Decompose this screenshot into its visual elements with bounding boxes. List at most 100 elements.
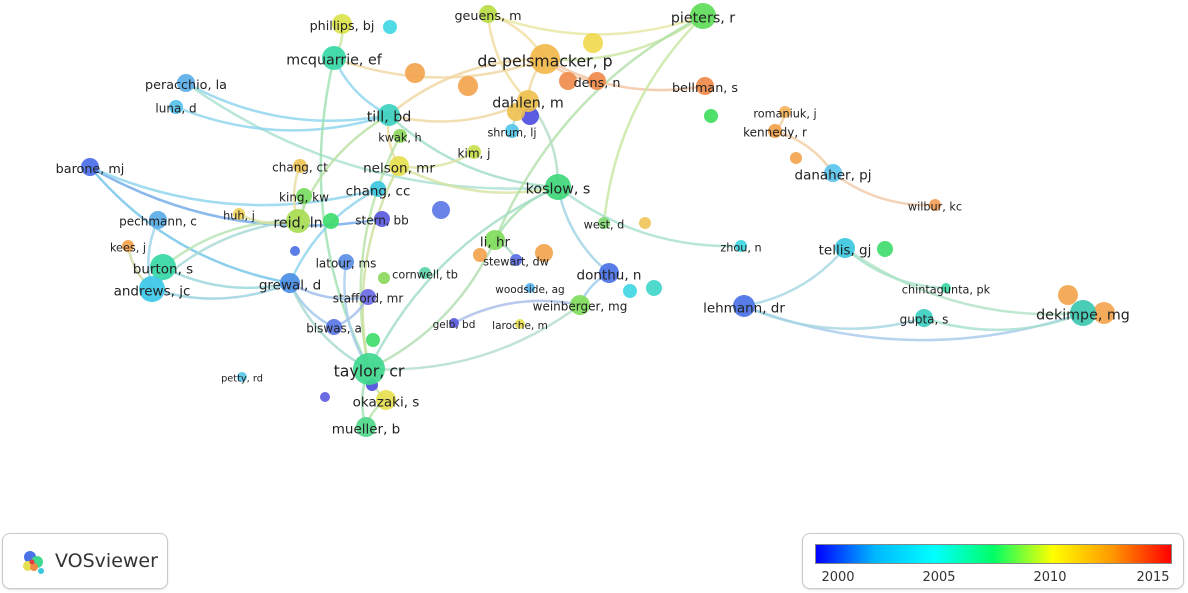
- node-label-luna[interactable]: luna, d: [155, 102, 196, 116]
- network-node-kennedy[interactable]: [768, 124, 782, 138]
- node-label-wilbur[interactable]: wilbur, kc: [908, 200, 962, 213]
- network-node-unlabeled[interactable]: [473, 248, 487, 262]
- network-node-unlabeled[interactable]: [432, 201, 450, 219]
- node-label-changcc[interactable]: chang, cc: [346, 183, 411, 199]
- network-node-geuens[interactable]: [479, 5, 497, 23]
- node-label-tellis[interactable]: tellis, gj: [819, 242, 872, 258]
- node-label-biswas[interactable]: biswas, a: [306, 322, 362, 336]
- network-node-huh[interactable]: [233, 208, 245, 220]
- node-label-peracchio[interactable]: peracchio, la: [145, 78, 227, 93]
- node-label-reid[interactable]: reid, ln: [273, 216, 322, 232]
- node-label-cornwell[interactable]: cornwell, tb: [392, 268, 458, 281]
- network-node-chintagunta[interactable]: [941, 283, 951, 293]
- network-node-barone[interactable]: [81, 158, 99, 176]
- node-label-donthu[interactable]: donthu, n: [577, 267, 642, 283]
- network-node-pieters[interactable]: [690, 3, 716, 29]
- network-node-romaniuk[interactable]: [779, 106, 791, 118]
- network-node-lehmann[interactable]: [733, 295, 755, 317]
- node-label-shrum[interactable]: shrum, lj: [487, 126, 536, 139]
- network-node-dahlen[interactable]: [517, 90, 539, 112]
- network-node-petty[interactable]: [237, 372, 247, 382]
- network-node-kwak[interactable]: [393, 129, 407, 143]
- network-node-mueller[interactable]: [356, 417, 376, 437]
- network-node-gelb[interactable]: [449, 318, 459, 328]
- network-node-danaher[interactable]: [824, 164, 842, 182]
- network-node-unlabeled[interactable]: [623, 284, 637, 298]
- node-label-mcquarrie[interactable]: mcquarrie, ef: [286, 53, 383, 69]
- network-node-burton[interactable]: [150, 254, 176, 280]
- node-label-geuens[interactable]: geuens, m: [454, 9, 521, 24]
- network-node-unlabeled[interactable]: [646, 280, 662, 296]
- network-node-kingkw[interactable]: [296, 188, 312, 204]
- network-node-woodside[interactable]: [525, 283, 535, 293]
- node-label-mueller[interactable]: mueller, b: [332, 421, 401, 437]
- network-node-okazaki[interactable]: [376, 390, 396, 410]
- network-node-stafford[interactable]: [360, 289, 376, 305]
- node-label-laroche[interactable]: laroche, m: [492, 320, 548, 332]
- network-node-luna[interactable]: [169, 100, 183, 114]
- network-node-nelson[interactable]: [389, 156, 409, 176]
- network-node-unlabeled[interactable]: [378, 272, 390, 284]
- network-node-mcquarrie[interactable]: [322, 46, 346, 70]
- network-node-depelsmacker[interactable]: [530, 44, 560, 74]
- node-label-west[interactable]: west, d: [584, 218, 625, 231]
- network-node-peracchio[interactable]: [177, 74, 195, 92]
- node-label-tillbd[interactable]: till, bd: [367, 110, 412, 126]
- node-label-danaher[interactable]: danaher, pj: [795, 167, 872, 183]
- node-label-koslow[interactable]: koslow, s: [526, 182, 591, 198]
- node-label-lehmann[interactable]: lehmann, dr: [703, 300, 785, 316]
- node-label-burton[interactable]: burton, s: [133, 261, 193, 277]
- node-label-changct[interactable]: chang, ct: [272, 161, 328, 175]
- network-node-unlabeled[interactable]: [583, 33, 603, 53]
- network-node-unlabeled[interactable]: [877, 241, 893, 257]
- network-node-biswas[interactable]: [326, 319, 342, 335]
- network-node-unlabeled[interactable]: [405, 63, 425, 83]
- network-node-wilbur[interactable]: [929, 199, 941, 211]
- network-node-phillips[interactable]: [332, 14, 352, 34]
- network-node-unlabeled[interactable]: [366, 333, 380, 347]
- node-label-romaniuk[interactable]: romaniuk, j: [753, 107, 816, 120]
- network-node-grewal[interactable]: [280, 273, 300, 293]
- network-node-koslow[interactable]: [545, 174, 571, 200]
- network-node-unlabeled[interactable]: [320, 392, 330, 402]
- network-node-tellis[interactable]: [835, 238, 855, 258]
- node-label-lihr[interactable]: li, hr: [480, 234, 511, 250]
- network-node-unlabeled[interactable]: [458, 76, 478, 96]
- network-node-zhou[interactable]: [735, 240, 747, 252]
- node-label-stewart[interactable]: stewart, dw: [483, 255, 549, 268]
- node-label-kees[interactable]: kees, j: [110, 241, 146, 254]
- network-node-unlabeled[interactable]: [535, 244, 553, 262]
- network-node-stewart[interactable]: [510, 254, 522, 266]
- node-label-andrews[interactable]: andrews, jc: [114, 283, 191, 299]
- node-label-huh[interactable]: huh, j: [223, 209, 255, 222]
- network-node-pechmann[interactable]: [149, 211, 167, 229]
- node-label-kingkw[interactable]: king, kw: [279, 191, 329, 205]
- network-node-dekimpe[interactable]: [1070, 300, 1096, 326]
- network-node-cornwell[interactable]: [419, 267, 431, 279]
- network-node-donthu[interactable]: [599, 263, 619, 283]
- node-label-dekimpe[interactable]: dekimpe, mg: [1036, 308, 1130, 324]
- network-node-west[interactable]: [598, 217, 610, 229]
- network-node-shrum[interactable]: [505, 124, 519, 138]
- network-node-unlabeled[interactable]: [704, 109, 718, 123]
- node-label-chintagunta[interactable]: chintagunta, pk: [902, 283, 991, 296]
- network-node-weinberger[interactable]: [570, 295, 590, 315]
- node-label-bellman[interactable]: bellman, s: [672, 81, 738, 96]
- node-label-dens[interactable]: dens, n: [574, 76, 621, 91]
- network-node-bellman[interactable]: [696, 77, 714, 95]
- network-node-unlabeled[interactable]: [1093, 302, 1115, 324]
- node-label-barone[interactable]: barone, mj: [56, 162, 125, 177]
- network-node-dens[interactable]: [588, 72, 606, 90]
- vosviewer-logo-badge[interactable]: VOSviewer: [2, 533, 168, 589]
- node-label-petty[interactable]: petty, rd: [221, 374, 263, 385]
- node-label-grewal[interactable]: grewal, d: [259, 277, 321, 293]
- node-label-gelb[interactable]: gelb, bd: [433, 319, 476, 331]
- node-label-kwak[interactable]: kwak, h: [378, 131, 421, 144]
- network-node-kimj[interactable]: [467, 145, 481, 159]
- node-label-phillips[interactable]: phillips, bj: [310, 19, 375, 34]
- node-label-zhou[interactable]: zhou, n: [720, 241, 761, 254]
- node-label-okazaki[interactable]: okazaki, s: [353, 394, 420, 410]
- node-label-latour[interactable]: latour, ms: [316, 257, 377, 271]
- node-label-gupta[interactable]: gupta, s: [900, 313, 949, 327]
